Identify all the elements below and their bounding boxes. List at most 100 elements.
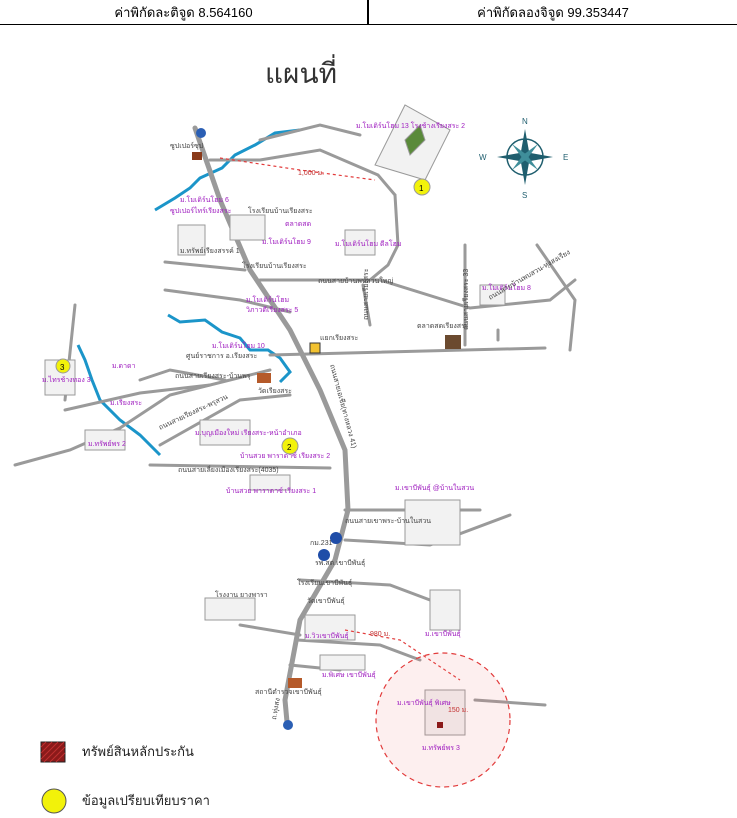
asset-legend-swatch bbox=[40, 741, 66, 763]
label-vil-home: ม.โมเดิร์นโฮม bbox=[246, 295, 289, 304]
comparison-markers: 1 2 3 bbox=[55, 178, 431, 455]
temple-icon bbox=[257, 373, 271, 383]
info-icon-top bbox=[196, 128, 206, 138]
block-i bbox=[319, 654, 366, 671]
legend-compare-row: ข้อมูลเปรียบเทียบราคา bbox=[40, 788, 210, 814]
label-vil8: ม.โมเดิร์นโฮม 8 bbox=[482, 283, 531, 292]
river-left bbox=[76, 344, 162, 457]
label-vil231: กม.231 bbox=[310, 540, 333, 547]
label-road-e: ถนนสายเลี่ยงเมืองเรียงสระ(4035) bbox=[178, 465, 279, 474]
label-hospital: รพ.สต.เขาบีพันธุ์ bbox=[315, 559, 365, 567]
legend-asset-label: ทรัพย์สินหลักประกัน bbox=[82, 744, 194, 759]
main-highway bbox=[192, 125, 351, 725]
label-zoo: ซูปเปอร์ซุป bbox=[170, 142, 204, 150]
label-vil2: ม.โมเดิร์นโฮม 13 โรงช้างเรียงสระ 2 bbox=[356, 121, 465, 130]
market-icon bbox=[445, 335, 461, 349]
road-central-2 bbox=[163, 260, 247, 272]
label-vil-sh2: บ้านสวย พาราดาซ์ เรียงสระ 2 bbox=[240, 452, 330, 460]
label-vil-e: ม.ทรัพย์พร 2 bbox=[88, 440, 126, 448]
dash-1000 bbox=[219, 157, 376, 181]
road-central-3 bbox=[163, 288, 292, 314]
legend-asset-row: ทรัพย์สินหลักประกัน bbox=[40, 741, 194, 763]
block-sh1 bbox=[249, 474, 291, 491]
poi-icons bbox=[192, 128, 461, 730]
block-buri bbox=[199, 419, 251, 446]
east-road bbox=[268, 346, 547, 357]
road-v3 bbox=[535, 243, 577, 352]
dash-980 bbox=[344, 629, 461, 681]
block-g bbox=[304, 614, 356, 641]
block-j bbox=[424, 689, 466, 736]
junction-icon bbox=[309, 342, 321, 354]
marker-3 bbox=[55, 358, 71, 374]
label-vil10: ม.โมเดิร์นโฮม 10 bbox=[212, 341, 265, 350]
label-vil6: ม.โมเดิร์นโฮม 6 bbox=[180, 195, 229, 204]
road-far-east bbox=[473, 698, 547, 707]
label-dist-150: 150 ม. bbox=[448, 707, 468, 714]
label-zoo2: ซูปเปอร์ไทร์เรียงสระ bbox=[170, 206, 232, 215]
block-park bbox=[404, 124, 426, 156]
label-road-bot: ถ.ทุ่งสง bbox=[271, 698, 282, 721]
road-north-1 bbox=[208, 148, 397, 197]
map-title: แผนที่ bbox=[265, 57, 338, 90]
label-vil-c: ม.เรียงสระ bbox=[110, 399, 142, 407]
compass-rose: N S E W bbox=[479, 117, 568, 200]
label-vil-sh1: บ้านสวย พาราดาซ์ เรียงสระ 1 bbox=[226, 487, 316, 495]
label-temple: วัดเรียงสระ bbox=[258, 387, 292, 395]
road-left-5 bbox=[148, 463, 332, 470]
station-icon bbox=[288, 678, 302, 688]
label-vil-k: ม.ทรัพย์พร 3 bbox=[422, 744, 460, 752]
label-ploen: ม.โมเดิร์นโฮม ดีลโฮม bbox=[335, 239, 402, 248]
marker-2 bbox=[281, 437, 299, 455]
compass-e: E bbox=[563, 153, 568, 162]
coordinate-header: ค่าพิกัดละติจูด 8.564160 ค่าพิกัดลองจิจู… bbox=[0, 0, 737, 25]
village-blocks bbox=[44, 104, 506, 736]
road-central bbox=[258, 278, 577, 310]
road-left-1 bbox=[13, 368, 272, 467]
road-left-3 bbox=[138, 368, 227, 382]
hospital-icon bbox=[318, 549, 330, 561]
label-vil-f: ม.เขาบีพันธุ์ @บ้านในสวน bbox=[395, 483, 474, 492]
zoo-icon bbox=[192, 152, 202, 160]
compass-n: N bbox=[522, 117, 528, 126]
label-vil-d: ม.ดาดา bbox=[112, 363, 136, 370]
info-icon-bottom bbox=[283, 720, 293, 730]
marker-2-label: 2 bbox=[287, 443, 292, 452]
compass-s: S bbox=[522, 191, 527, 200]
legend-compare-label: ข้อมูลเปรียบเทียบราคา bbox=[82, 793, 210, 808]
river-mid bbox=[167, 313, 292, 384]
map-canvas: N S E W 1 2 3 ม.โมเดิร์นโฮม 13 โรงช้างเร… bbox=[13, 104, 577, 788]
block-f bbox=[404, 499, 461, 546]
road-south-4 bbox=[295, 638, 422, 662]
distance-lines bbox=[219, 157, 461, 681]
road-south-3 bbox=[298, 578, 432, 602]
label-junction: แยกเรียงสระ bbox=[320, 334, 359, 342]
label-school: โรงเรียนบ้านเรียงสระ bbox=[248, 206, 313, 215]
label-vil1: ม.ทรัพย์เรียงสรรค์ 1 bbox=[180, 247, 240, 255]
police-icon bbox=[330, 532, 342, 544]
label-vil-j: ม.เขาบีพันธุ์ พิเศษ bbox=[397, 699, 451, 707]
label-vil-home2: วิภาวดีเรียงสระ 5 bbox=[246, 306, 298, 314]
label-dist-980: 980 ม. bbox=[370, 631, 390, 638]
label-road-r3: ถนนสายเขาพระ-บ้านในสวน bbox=[345, 516, 431, 525]
block-school bbox=[229, 214, 266, 241]
label-health: ศูนย์ราชการ อ.เรียงสระ bbox=[186, 352, 257, 360]
block-e bbox=[84, 429, 126, 451]
label-road-mid: ถนนสายเรียงสระ bbox=[362, 268, 370, 320]
asset-marker bbox=[437, 722, 443, 728]
block-vil8 bbox=[479, 284, 506, 306]
label-factory: โรงงาน ยางพารา bbox=[215, 590, 268, 599]
block-factory bbox=[204, 597, 256, 621]
comparison-radius-circle bbox=[375, 652, 511, 788]
label-vil-buri: ม.บุญเมืองใหม่ เรียงสระ-หน้าอำเภอ bbox=[195, 428, 302, 437]
label-distance-1000: 1,000 ม. bbox=[298, 170, 324, 177]
label-vil3: ม.ไทรช้างทอง 3 bbox=[42, 375, 91, 384]
label-vil-g: ม.วิวเขาบีพันธุ์ bbox=[305, 632, 349, 640]
label-school2: โรงเรียนบ้านเรียงสระ bbox=[242, 261, 307, 270]
compass-w: W bbox=[479, 153, 487, 162]
label-road-right2: ถนนสายเรียงสระ 33 bbox=[462, 269, 470, 330]
road-left-2 bbox=[63, 383, 212, 412]
label-road-side: ถนนสายเรียงสระ-บ้านพรุ bbox=[175, 372, 251, 380]
marker-1-label: 1 bbox=[419, 184, 424, 193]
road-v4 bbox=[361, 283, 372, 327]
